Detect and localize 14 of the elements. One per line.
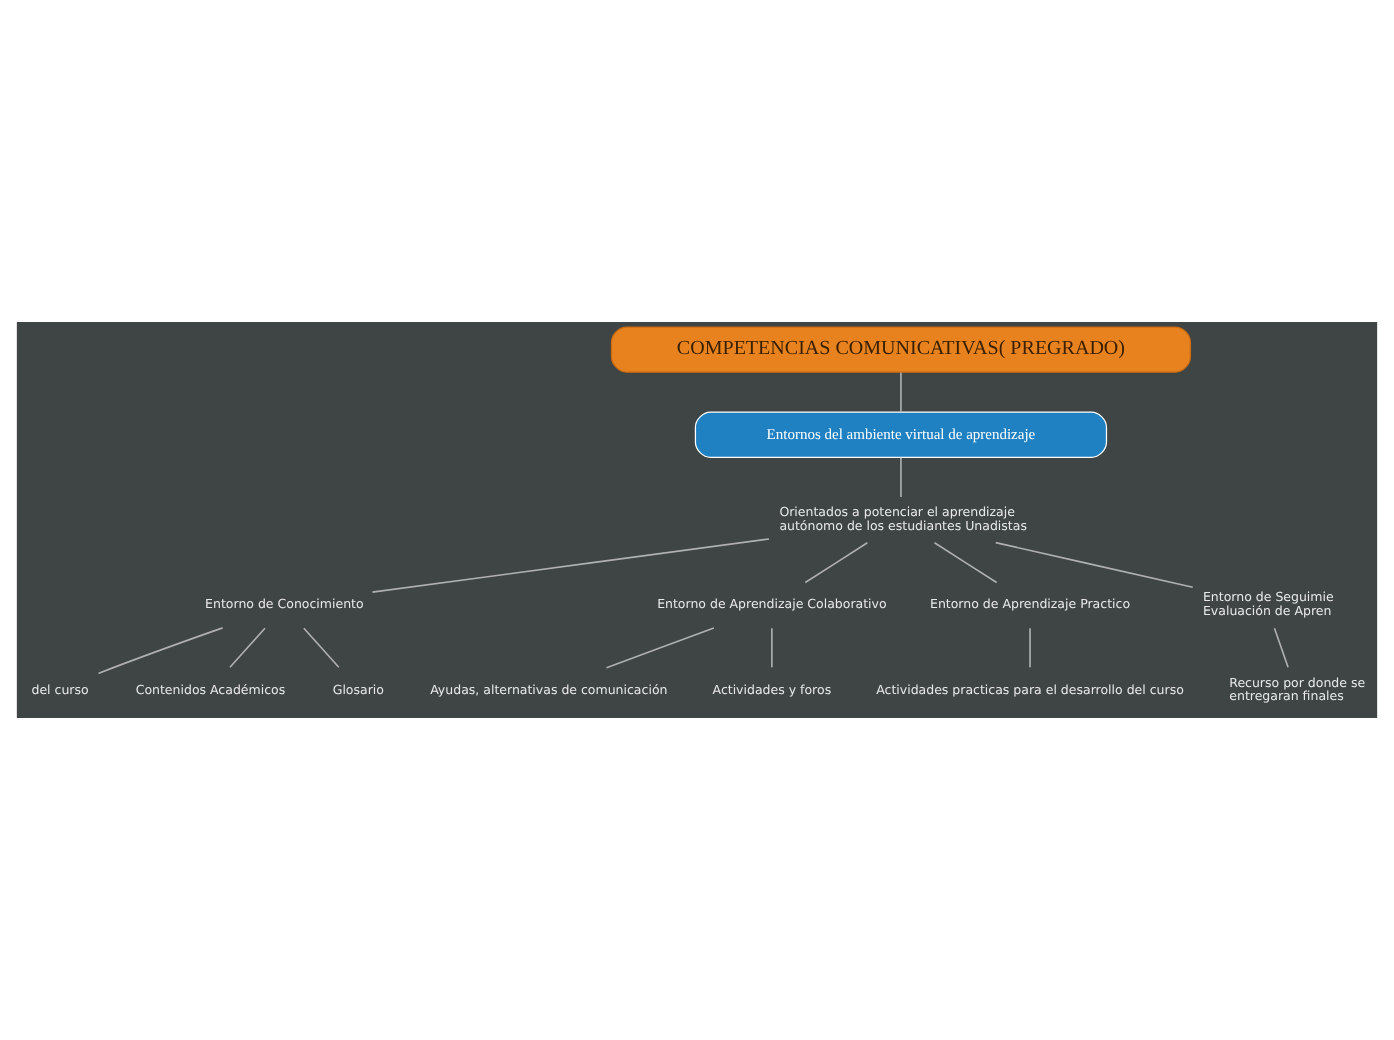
connector	[994, 541, 1194, 589]
connector	[229, 627, 266, 669]
connector	[303, 627, 340, 669]
node-box: COMPETENCIAS COMUNICATIVAS( PREGRADO)	[610, 326, 1192, 373]
connector	[804, 541, 869, 584]
connector	[97, 627, 224, 675]
connector	[900, 371, 902, 413]
connector	[1029, 627, 1031, 669]
connector	[771, 627, 773, 669]
connector	[371, 538, 770, 593]
connector	[900, 456, 902, 498]
connector	[605, 627, 715, 669]
connector	[1273, 627, 1289, 669]
connector	[933, 541, 998, 584]
